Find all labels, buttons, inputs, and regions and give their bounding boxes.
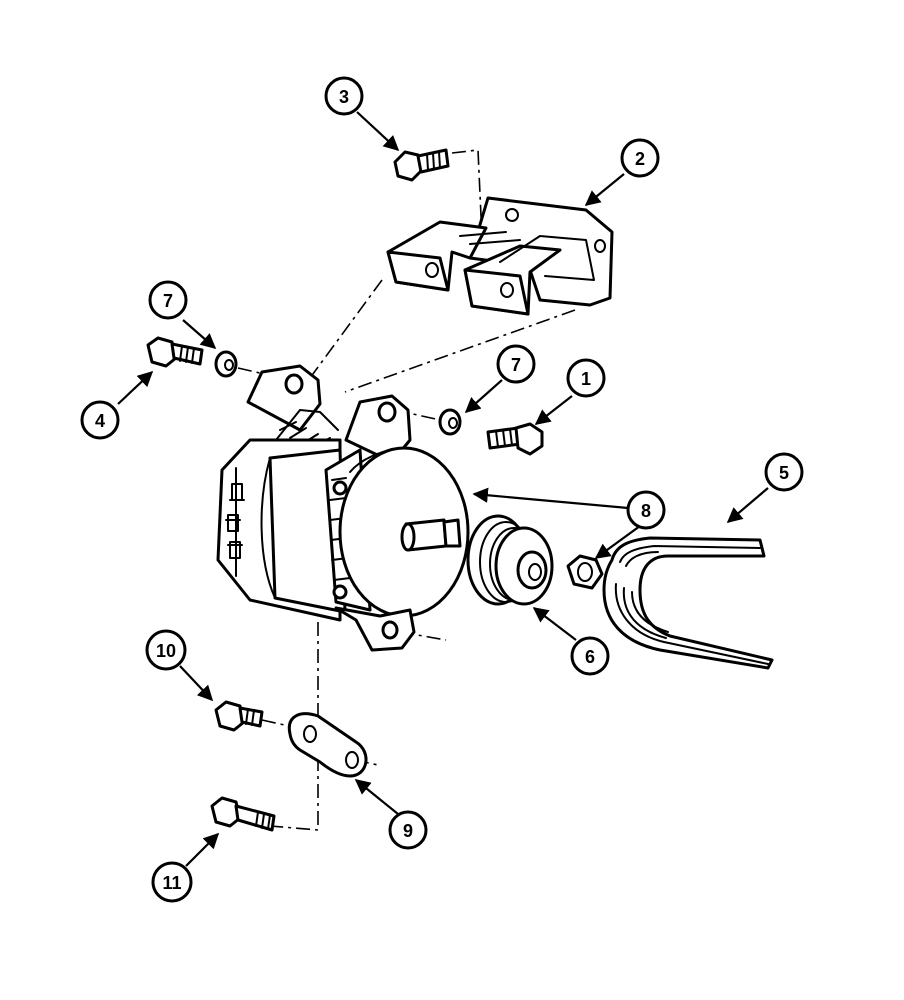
callout-label: 1: [581, 369, 591, 389]
leader-arrows: [117, 111, 769, 867]
mounting-bracket: [386, 196, 614, 316]
callout-6: 6: [570, 636, 610, 676]
callout-label: 8: [641, 501, 651, 521]
pulley: [466, 514, 554, 606]
callout-label: 3: [339, 87, 349, 107]
callout-label: 7: [511, 355, 521, 375]
adjusting-link: [287, 712, 368, 778]
callout-9: 9: [388, 810, 428, 850]
callout-11: 11: [151, 861, 193, 903]
callout-7-right: 7: [496, 344, 536, 384]
callout-label: 4: [95, 411, 105, 431]
bolt-part-3: [393, 148, 450, 182]
alternator: [216, 364, 470, 652]
bolt-part-4: [146, 336, 204, 368]
bolt-part-1: [486, 422, 544, 456]
bolt-part-10: [214, 700, 264, 732]
callout-8: 8: [626, 490, 666, 530]
nut-part-8: [566, 554, 604, 590]
callout-label: 11: [162, 873, 181, 893]
callout-10: 10: [145, 629, 187, 671]
callout-7-left: 7: [148, 280, 188, 320]
callout-1: 1: [566, 358, 606, 398]
callout-label: 7: [163, 291, 173, 311]
callout-label: 10: [156, 641, 176, 661]
washer-part-7-left: [214, 350, 238, 378]
callout-5: 5: [764, 452, 804, 492]
callout-label: 2: [635, 149, 645, 169]
callout-label: 9: [403, 821, 413, 841]
v-belt: [602, 536, 774, 670]
callout-label: 5: [779, 463, 789, 483]
callout-label: 6: [585, 647, 595, 667]
washer-part-7-right: [438, 408, 462, 436]
callout-4: 4: [80, 400, 120, 440]
callout-3: 3: [324, 76, 364, 116]
bolt-part-11: [210, 796, 276, 832]
callout-2: 2: [620, 138, 660, 178]
